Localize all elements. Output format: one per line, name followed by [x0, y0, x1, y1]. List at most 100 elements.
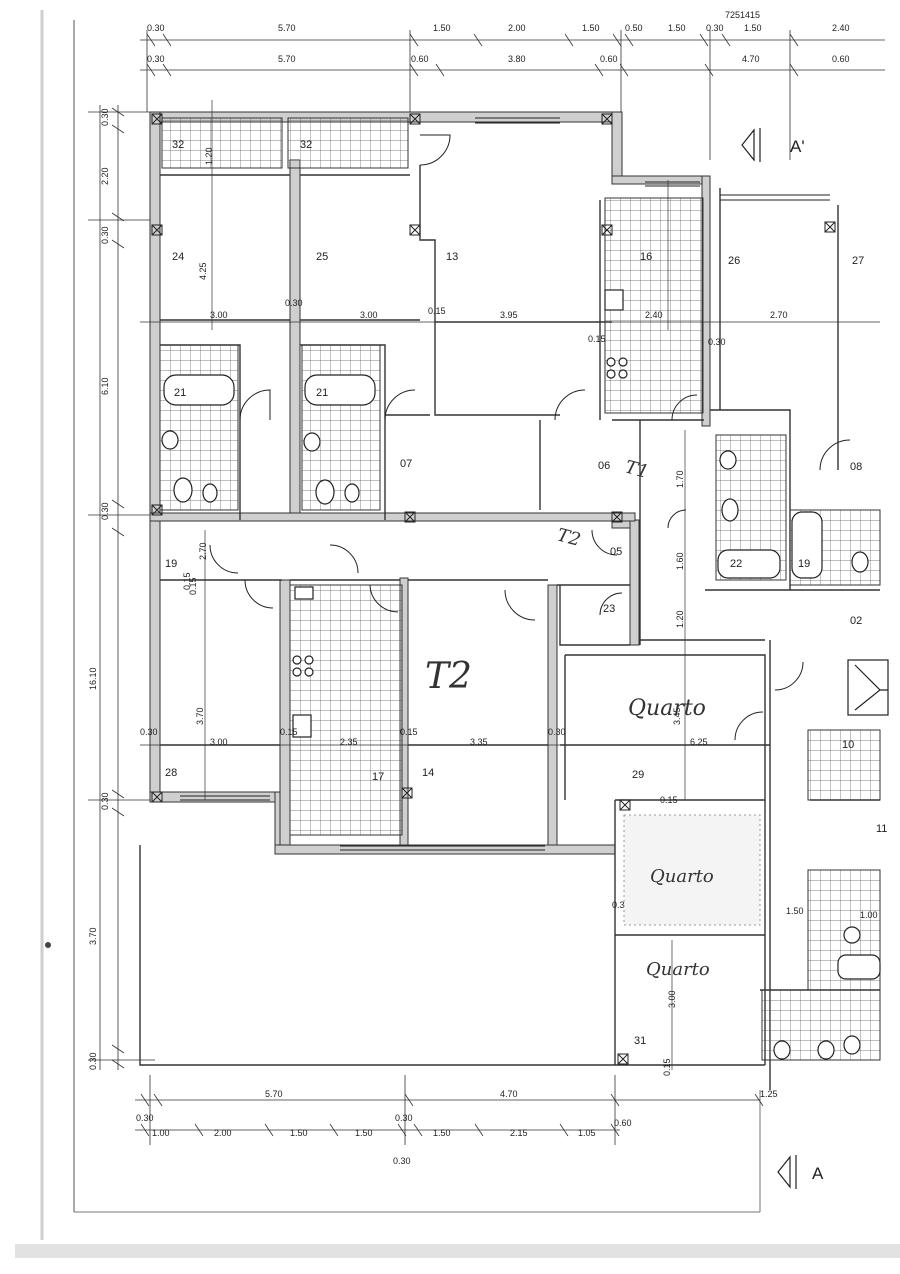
room-label: 21: [316, 387, 328, 399]
dim-label: 2.35: [340, 737, 358, 747]
dim-label: 0.60: [411, 54, 429, 64]
room-label: 28: [165, 767, 177, 779]
dim-label: 2.20: [100, 167, 110, 185]
room-label: 21: [174, 387, 186, 399]
dim-label: 5.70: [265, 1089, 283, 1099]
room-labels: 32 32 24 25 13 16 26 27 21 21 07 06 08 2…: [165, 139, 887, 1047]
dimension-lines: [88, 30, 885, 1145]
dim-label: 2.00: [214, 1128, 232, 1138]
sink-lower: [843, 1035, 861, 1055]
header-code: 7251415: [725, 10, 760, 20]
bathtub-22: [717, 549, 781, 579]
room-label: 25: [316, 251, 328, 263]
column-markers: [151, 113, 836, 1065]
dim-label: 0.15: [662, 1058, 672, 1076]
dim-label: 0.30: [548, 727, 566, 737]
dim-label: 3.70: [88, 927, 98, 945]
kitchen-sink-17: [292, 714, 312, 738]
section-label-top: A': [790, 137, 805, 156]
dim-label: 4.25: [198, 262, 208, 280]
dim-label: 1.20: [675, 610, 685, 628]
sink-21b: [303, 432, 321, 452]
dim-label: 4.70: [500, 1089, 518, 1099]
room-label: 27: [852, 255, 864, 267]
bidet-lower: [817, 1040, 835, 1060]
toilet-21a: [173, 477, 193, 503]
room-label: 14: [422, 767, 434, 779]
windows: [180, 117, 830, 851]
room-label: 22: [730, 558, 742, 570]
dim-label: 0.30: [100, 502, 110, 520]
note-quarto-29: Quarto: [628, 696, 706, 721]
tiles-17: [289, 584, 403, 836]
dim-label: 0.15: [428, 306, 446, 316]
dim-label: 0.15: [588, 334, 606, 344]
dim-label: 0.30: [147, 54, 165, 64]
sink-21a: [161, 430, 179, 450]
dim-label: 5.70: [278, 54, 296, 64]
dim-label: 1.05: [578, 1128, 596, 1138]
handwritten-notes: T1 T2 T2 Quarto Quarto Quarto: [425, 457, 761, 980]
dim-label: 4.70: [742, 54, 760, 64]
room-label: 10: [842, 739, 854, 751]
dim-label: 3.00: [667, 990, 677, 1008]
room-label: 06: [598, 460, 610, 472]
dim-label: 0.30: [100, 792, 110, 810]
section-marker-top: A': [741, 128, 805, 162]
dim-label: 1.00: [860, 910, 878, 920]
tiles-21a: [159, 344, 239, 511]
erased-area: [623, 814, 761, 926]
toilet-21b: [315, 479, 335, 505]
punch-mark: [45, 942, 51, 948]
room-label: 23: [603, 603, 615, 615]
dim-label: 0.30: [100, 108, 110, 126]
sink-22: [719, 450, 737, 470]
dim-label: 0.15: [182, 572, 192, 590]
stove-burner: [606, 369, 616, 379]
room-label: 07: [400, 458, 412, 470]
partitions: [139, 165, 880, 1090]
dim-label: 2.15: [510, 1128, 528, 1138]
room-label: 24: [172, 251, 184, 263]
dim-label: 1.50: [355, 1128, 373, 1138]
section-label-bottom: A: [812, 1164, 824, 1183]
doors: [209, 134, 851, 741]
bidet-21a: [202, 483, 218, 503]
dim-label: 1.60: [675, 552, 685, 570]
tiles-32a: [161, 117, 283, 169]
room-label: 26: [728, 255, 740, 267]
inner-dimension-labels: 4.25 3.00 0.30 3.00 0.15 3.95 2.40 2.70 …: [140, 147, 878, 1076]
dimension-labels-left: 0.30 2.20 0.30 6.10 0.30 16.10 0.30 3.70…: [88, 108, 110, 1070]
note-quarto-erased: Quarto: [650, 866, 714, 887]
fridge-17: [294, 586, 314, 600]
dim-label: 1.70: [675, 470, 685, 488]
dim-label: 0.15: [280, 727, 298, 737]
dim-label: 0.30: [395, 1113, 413, 1123]
dim-label: 1.50: [582, 23, 600, 33]
tiles-32b: [287, 117, 409, 169]
dim-label: 1.50: [786, 906, 804, 916]
section-marker-bottom: A: [777, 1155, 824, 1189]
stove-burner: [618, 369, 628, 379]
dim-label: 0.30: [100, 226, 110, 244]
stove-burner: [606, 357, 616, 367]
room-label: 08: [850, 461, 862, 473]
dim-label: 3.35: [470, 737, 488, 747]
dim-label: 3.70: [195, 707, 205, 725]
dim-label: 1.25: [760, 1089, 778, 1099]
shaft-symbol: [847, 659, 889, 716]
room-label: 02: [850, 615, 862, 627]
dim-label: 3.00: [210, 737, 228, 747]
dim-label: 1.20: [204, 147, 214, 165]
bathtub-11: [837, 954, 881, 980]
toilet-lower: [773, 1040, 791, 1060]
dim-label: 16.10: [88, 667, 98, 690]
dim-label: 0.30: [285, 298, 303, 308]
dim-label: 0.60: [600, 54, 618, 64]
dim-label: 2.70: [770, 310, 788, 320]
dim-label: 3.00: [360, 310, 378, 320]
scan-edge-bottom: [15, 1244, 900, 1258]
dim-label: 0.60: [614, 1118, 632, 1128]
